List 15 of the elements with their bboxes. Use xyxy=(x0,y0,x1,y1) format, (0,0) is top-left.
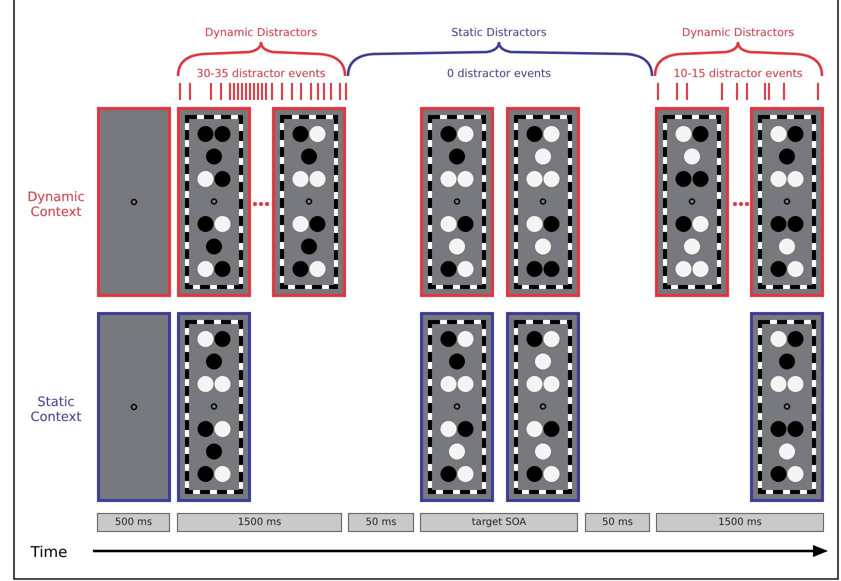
note: 30-35 distractor events xyxy=(196,67,326,80)
heading: Dynamic Distractors xyxy=(204,26,318,39)
duration-box: 1500 ms xyxy=(177,513,342,532)
duration-box: 50 ms xyxy=(348,513,414,532)
duration-box: 500 ms xyxy=(97,513,170,532)
heading: Static Distractors xyxy=(451,26,547,39)
duration-box: target SOA xyxy=(420,513,578,532)
note: 0 distractor events xyxy=(447,67,551,80)
axis-label: Time xyxy=(30,543,68,561)
heading: Dynamic Distractors xyxy=(682,26,794,39)
note: 10-15 distractor events xyxy=(674,67,802,80)
row-label: Static Context xyxy=(30,395,82,425)
duration-box: 1500 ms xyxy=(656,513,824,532)
duration-box: 50 ms xyxy=(585,513,650,532)
row-label: Dynamic Context xyxy=(26,190,86,220)
